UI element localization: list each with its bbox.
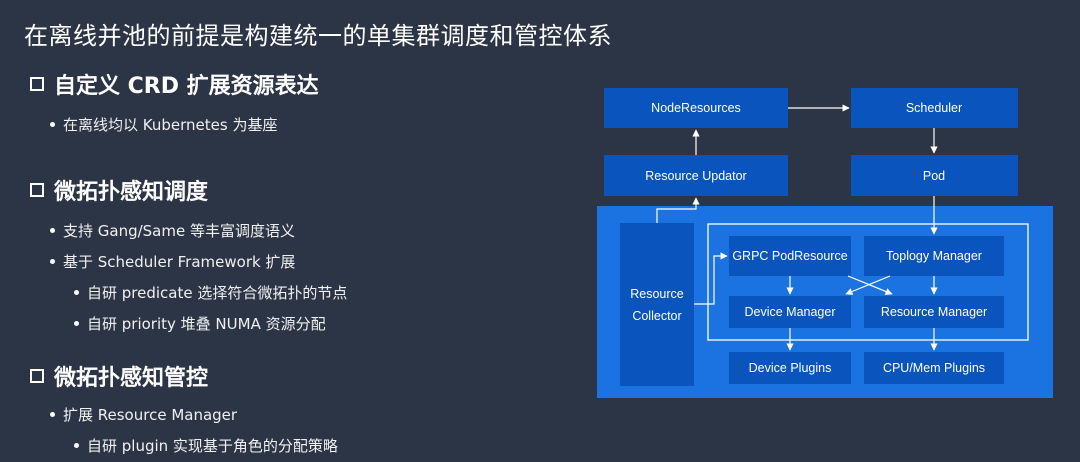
section-heading: 自定义 CRD 扩展资源表达 <box>30 68 319 100</box>
section-heading: 微拓扑感知管控 <box>30 360 338 392</box>
bullet-dot-icon <box>50 259 55 264</box>
section-scheduling: 微拓扑感知调度 支持 Gang/Same 等丰富调度语义 基于 Schedule… <box>30 174 347 334</box>
section-heading: 微拓扑感知调度 <box>30 174 347 206</box>
section-heading-text: 自定义 CRD 扩展资源表达 <box>54 74 319 99</box>
device-plugins-box <box>729 352 851 384</box>
grpc-podresource-box <box>729 236 851 276</box>
arrow-toplogy-device-manager <box>845 275 891 295</box>
checkbox-icon <box>30 77 44 91</box>
section-crd: 自定义 CRD 扩展资源表达 在离线均以 Kubernetes 为基座 <box>30 68 319 135</box>
checkbox-icon <box>30 369 44 383</box>
resource-updator-label: Resource Updator <box>645 169 746 183</box>
section-control: 微拓扑感知管控 扩展 Resource Manager 自研 plugin 实现… <box>30 360 338 456</box>
arrow-grpc-resource-manager <box>847 275 893 295</box>
device-manager-box <box>729 296 851 328</box>
resource-collector-label-2: Collector <box>632 309 681 323</box>
bullet-dot-icon <box>74 321 79 326</box>
bullet-dot-icon <box>74 443 79 448</box>
device-plugins-label: Device Plugins <box>749 361 832 375</box>
checkbox-icon <box>30 183 44 197</box>
arrow-collector-updator <box>656 197 700 223</box>
bullet-text: 扩展 Resource Manager <box>63 406 238 424</box>
cpu-mem-plugins-label: CPU/Mem Plugins <box>883 361 985 375</box>
bullet-dot-icon <box>74 290 79 295</box>
bullet-text: 自研 plugin 实现基于角色的分配策略 <box>87 437 338 455</box>
pod-label: Pod <box>923 169 945 183</box>
bullet-text: 支持 Gang/Same 等丰富调度语义 <box>63 222 295 240</box>
bullet-item: 在离线均以 Kubernetes 为基座 <box>50 114 319 135</box>
section-heading-text: 微拓扑感知调度 <box>54 180 209 205</box>
bullet-text: 自研 priority 堆叠 NUMA 资源分配 <box>87 315 326 333</box>
toplogy-manager-box <box>864 236 1004 276</box>
bullet-item: 扩展 Resource Manager <box>50 404 338 425</box>
bullet-dot-icon <box>50 228 55 233</box>
grpc-podresource-label: GRPC PodResource <box>732 249 847 263</box>
pod-box <box>851 155 1018 196</box>
scheduler-box <box>851 88 1018 128</box>
bullet-item: 自研 predicate 选择符合微拓扑的节点 <box>74 282 347 303</box>
node-resources-label: NodeResources <box>651 101 741 115</box>
resource-manager-box <box>864 296 1004 328</box>
resource-collector-label-1: Resource <box>630 287 684 301</box>
bullet-text: 在离线均以 Kubernetes 为基座 <box>63 116 278 134</box>
toplogy-manager-label: Toplogy Manager <box>886 249 982 263</box>
resource-updator-box <box>604 155 788 196</box>
node-resources-box <box>604 88 788 128</box>
bullet-item: 自研 plugin 实现基于角色的分配策略 <box>74 435 338 456</box>
bullet-item: 支持 Gang/Same 等丰富调度语义 <box>50 220 347 241</box>
bullet-item: 自研 priority 堆叠 NUMA 资源分配 <box>74 313 347 334</box>
section-heading-text: 微拓扑感知管控 <box>54 366 209 391</box>
scheduler-label: Scheduler <box>906 101 962 115</box>
bullet-text: 基于 Scheduler Framework 扩展 <box>63 253 296 271</box>
bullet-dot-icon <box>50 122 55 127</box>
arrow-collector-grpc <box>694 252 728 305</box>
bullet-item: 基于 Scheduler Framework 扩展 <box>50 251 347 272</box>
resource-manager-label: Resource Manager <box>881 305 987 319</box>
page-title: 在离线并池的前提是构建统一的单集群调度和管控体系 <box>24 22 612 50</box>
resource-collector-box <box>620 223 694 386</box>
bullet-text: 自研 predicate 选择符合微拓扑的节点 <box>87 284 348 302</box>
cpu-mem-plugins-box <box>864 352 1004 384</box>
device-manager-label: Device Manager <box>744 305 835 319</box>
kubelet-outline <box>707 223 1029 341</box>
bullet-dot-icon <box>50 412 55 417</box>
